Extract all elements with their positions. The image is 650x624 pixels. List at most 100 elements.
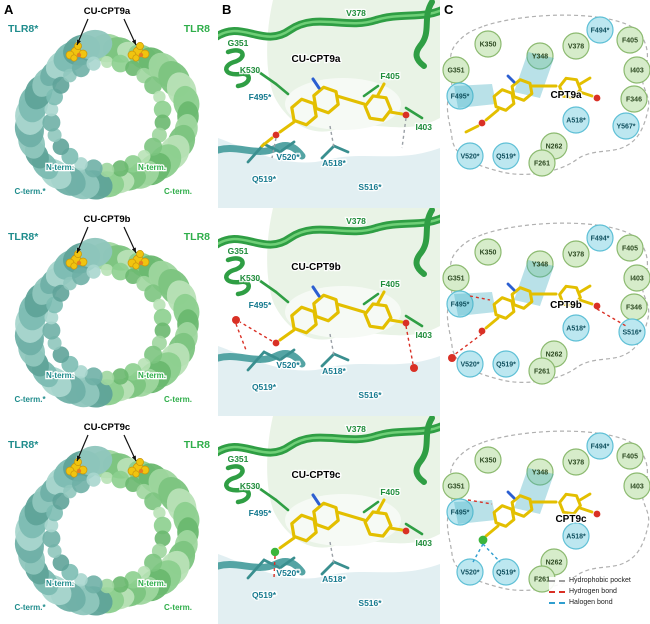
water-molecule [232, 316, 240, 324]
residue-label-y348: Y348 [532, 261, 548, 268]
quinoline-nitrogen [506, 490, 516, 500]
green-sidechain-stick [254, 484, 278, 502]
ligand-sticks [270, 493, 410, 557]
residue-label-g351: G351 [228, 38, 249, 48]
residue-label-f495star: F495* [451, 93, 470, 100]
residue-label-i403: I403 [415, 122, 432, 132]
residue-label-a518star: A518* [566, 325, 586, 332]
panel-b-site-cpt9b: V378G351K530F495*F405I403V520*A518*Q519*… [218, 208, 440, 416]
arrowhead [131, 455, 136, 461]
residue-label-g351: G351 [447, 275, 464, 282]
residue-circle-f495star [446, 498, 474, 526]
residue-circle-q519star [492, 558, 520, 586]
water-molecule [448, 354, 456, 362]
quinoline-nitrogen [506, 74, 516, 84]
bound-ligand-spheres [127, 42, 150, 62]
green-coil [224, 256, 251, 297]
residue-label-v378: V378 [568, 251, 584, 258]
n-term-left-label: N-term. [46, 163, 74, 172]
residue-label-n262: N262 [546, 143, 563, 150]
teal-sidechain-stick [278, 556, 296, 570]
residue-label-v378: V378 [568, 459, 584, 466]
residue-circle-y348 [526, 42, 554, 70]
residue-label-f261: F261 [534, 368, 550, 375]
green-coil [224, 48, 251, 89]
teal-sidechain-stick [332, 144, 350, 154]
chlorine-atom [270, 547, 280, 557]
residue-label-f405: F405 [622, 245, 638, 252]
residue-circle-k350 [474, 30, 502, 58]
residue-label-q519star: Q519* [252, 590, 277, 600]
residue-circle-f261 [528, 149, 556, 177]
residue-label-y567star: Y567* [616, 123, 635, 130]
residue-label-g351: G351 [447, 67, 464, 74]
hydrogen-bond [467, 499, 493, 505]
protein-label-tlr8star: TLR8* [8, 23, 39, 35]
halogen-contact [273, 555, 276, 579]
residue-label-y348: Y348 [532, 53, 548, 60]
green-sidechain-stick [362, 84, 380, 98]
residue-label-f494star: F494* [591, 235, 610, 242]
residue-label-v520star: V520* [276, 568, 300, 578]
teal-sidechain-stick [278, 140, 296, 154]
residue-label-s516star: S516* [358, 182, 382, 192]
ligand-sticks [260, 77, 410, 148]
c-term-right-label: C-term. [164, 187, 192, 196]
ligand-2d [464, 74, 601, 134]
teal-sidechain-stick [332, 560, 350, 570]
residue-label-s516star: S516* [622, 329, 641, 336]
residue-label-v520star: V520* [276, 152, 300, 162]
green-sidechain-stick [274, 498, 290, 512]
substituent-oxygen [272, 339, 280, 347]
residue-circle-a518star [562, 522, 590, 550]
residue-label-f405: F405 [380, 71, 400, 81]
residue-label-a518star: A518* [322, 366, 346, 376]
residue-label-v378: V378 [346, 424, 366, 434]
teal-sidechain-stick [246, 350, 266, 372]
residue-label-f495star: F495* [451, 301, 470, 308]
residue-label-f495star: F495* [249, 508, 272, 518]
residue-label-a518star: A518* [322, 158, 346, 168]
hydrogen-bond [235, 323, 247, 351]
quinoline-nitrogen [311, 493, 321, 506]
quinoline-nitrogen [311, 77, 321, 90]
residue-circle-i403 [623, 264, 650, 292]
residue-label-v378: V378 [346, 8, 366, 18]
residue-label-n262: N262 [546, 351, 563, 358]
residue-circle-g351 [442, 56, 470, 84]
legend-label: Hydrophobic pocket [569, 577, 631, 584]
green-sidechain-stick [274, 290, 290, 304]
arrowhead [131, 247, 136, 253]
residue-label-f405: F405 [622, 37, 638, 44]
residue-circle-i403 [623, 472, 650, 500]
residue-circle-y348 [526, 458, 554, 486]
residue-circle-f405 [616, 442, 644, 470]
teal-sidechain-stick [246, 558, 266, 580]
residue-label-k530: K530 [240, 65, 261, 75]
residue-circle-k350 [474, 446, 502, 474]
methoxy-oxygen [478, 119, 486, 127]
hydrogen-bond [239, 321, 273, 342]
residue-label-a518star: A518* [322, 574, 346, 584]
panel-c-map-cpt9a: K350G351Y348V378F494*F405I403F346F495*A5… [442, 14, 650, 177]
green-sidechain-stick [254, 276, 278, 294]
residue-circle-k350 [474, 238, 502, 266]
residue-label-f405: F405 [622, 453, 638, 460]
f495-stacking-highlight [454, 500, 496, 524]
compound-label: CU-CPT9b [291, 262, 340, 273]
residue-label-i403: I403 [630, 483, 644, 490]
c-term-left-label: C-term.* [14, 395, 46, 404]
residue-circle-f405 [616, 234, 644, 262]
protein-label-tlr8star: TLR8* [8, 439, 39, 451]
compound-label: CU-CPT9b [84, 214, 131, 225]
arrowhead [131, 39, 136, 45]
n-term-right-label: N-term. [138, 163, 166, 172]
residue-label-g351: G351 [228, 454, 249, 464]
residue-label-n262: N262 [546, 559, 563, 566]
ligand-2d [478, 282, 601, 335]
green-sidechain-stick [362, 292, 380, 306]
residue-circle-g351 [442, 472, 470, 500]
legend-label: Halogen bond [569, 599, 613, 606]
residue-label-q519star: Q519* [496, 153, 516, 160]
n-term-right-label: N-term. [138, 579, 166, 588]
